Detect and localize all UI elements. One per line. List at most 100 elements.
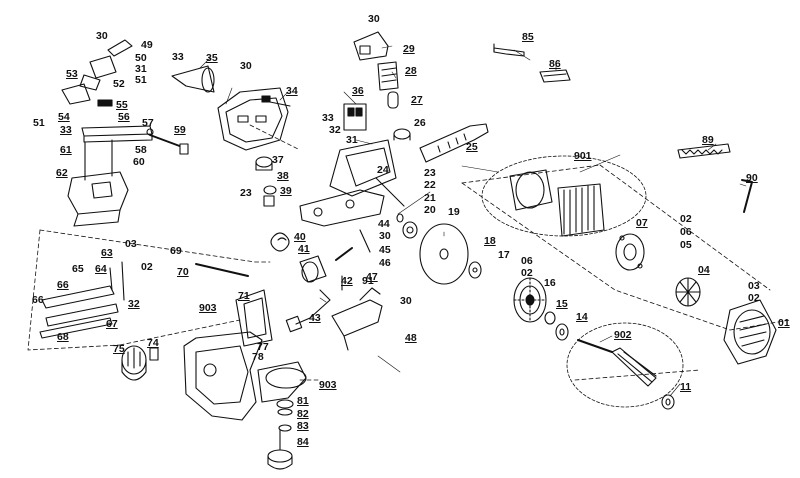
callout-11: 11: [680, 381, 692, 393]
callout-62: 62: [56, 167, 68, 179]
callout-16: 16: [544, 277, 556, 289]
callout-84: 84: [297, 436, 309, 448]
callout-60: 60: [133, 156, 145, 168]
callout-43: 43: [309, 312, 321, 324]
part-stack-84: [267, 399, 294, 470]
callout-49: 49: [141, 39, 153, 51]
callout-68: 68: [57, 331, 69, 343]
callout-61: 61: [60, 144, 72, 156]
callout-56: 56: [118, 111, 130, 123]
callout-02c: 02: [521, 267, 533, 279]
callout-24: 24: [377, 164, 389, 176]
callout-32: 32: [329, 124, 341, 136]
callout-02b: 02: [680, 213, 692, 225]
callout-59: 59: [174, 124, 186, 136]
callout-901: 901: [574, 150, 592, 162]
part-blade-19: [419, 223, 469, 285]
callout-27: 27: [411, 94, 423, 106]
callout-23b: 23: [424, 167, 436, 179]
callout-33b: 33: [60, 124, 72, 136]
callout-23: 23: [240, 187, 252, 199]
callout-05: 05: [680, 239, 692, 251]
part-rod-70: [195, 263, 249, 277]
callout-71: 71: [238, 290, 250, 302]
part-bracket-47: [331, 287, 383, 351]
callout-39: 39: [280, 185, 292, 197]
part-flange-18: [468, 261, 482, 279]
callout-83: 83: [297, 420, 309, 432]
callout-37: 37: [272, 154, 284, 166]
part-fan-04: [675, 277, 701, 307]
callout-75: 75: [113, 343, 125, 355]
callout-78: 78: [252, 351, 264, 363]
part-bearings-14: [544, 311, 569, 341]
callout-28: 28: [405, 65, 417, 77]
part-cone-35: [171, 65, 215, 93]
callout-19: 19: [448, 206, 460, 218]
callout-82: 82: [297, 408, 309, 420]
callout-902: 902: [614, 329, 632, 341]
callout-32b: 32: [128, 298, 140, 310]
part-clamp-62: [67, 139, 129, 227]
callout-14: 14: [576, 311, 588, 323]
callout-74: 74: [147, 337, 159, 349]
part-motor-cover-01: [723, 299, 777, 365]
callout-66b: 66: [32, 294, 44, 306]
part-switch-36: [343, 103, 367, 131]
callout-44: 44: [378, 218, 390, 230]
part-pin-42: [335, 247, 353, 291]
callout-65: 65: [72, 263, 84, 275]
callout-22: 22: [424, 179, 436, 191]
callout-63: 63: [101, 247, 113, 259]
part-stator-901: [481, 155, 647, 237]
callout-57: 57: [142, 117, 154, 129]
callout-77: 77: [257, 341, 269, 353]
part-gear-38: [255, 156, 277, 207]
callout-36: 36: [352, 85, 364, 97]
callout-01: 01: [778, 317, 790, 329]
part-collar-26: [393, 128, 411, 141]
part-bracket-49: [61, 39, 133, 105]
callout-51b: 51: [33, 117, 45, 129]
callout-50: 50: [135, 52, 147, 64]
callout-02: 02: [141, 261, 153, 273]
callout-40: 40: [294, 231, 306, 243]
callout-26: 26: [414, 117, 426, 129]
callout-45: 45: [379, 244, 391, 256]
callout-90: 90: [746, 172, 758, 184]
callout-30e: 30: [400, 295, 412, 307]
callout-91: 91: [362, 275, 374, 287]
callout-25: 25: [466, 141, 478, 153]
callout-55: 55: [116, 99, 128, 111]
callout-30d: 30: [379, 230, 391, 242]
part-arm-24: [299, 139, 405, 253]
callout-85: 85: [522, 31, 534, 43]
callout-17: 17: [498, 249, 510, 261]
callout-20: 20: [424, 204, 436, 216]
callout-07: 07: [636, 217, 648, 229]
assembly-dashed-lines: [27, 124, 791, 381]
callout-46: 46: [379, 257, 391, 269]
callout-03b: 03: [748, 280, 760, 292]
callout-903: 903: [199, 302, 217, 314]
callout-02d: 02: [748, 292, 760, 304]
part-rail-56: [81, 99, 189, 155]
callout-70: 70: [177, 266, 189, 278]
part-cylinder-41: [299, 255, 327, 283]
callout-15: 15: [556, 298, 568, 310]
part-knob-75: [121, 345, 159, 381]
callout-903b: 903: [319, 379, 337, 391]
callout-67: 67: [106, 318, 118, 330]
callout-31b: 31: [346, 134, 358, 146]
callout-51: 51: [135, 74, 147, 86]
callout-38: 38: [277, 170, 289, 182]
callout-64: 64: [95, 263, 107, 275]
part-spring-40: [270, 232, 290, 252]
callout-42: 42: [341, 275, 353, 287]
callout-31: 31: [135, 63, 147, 75]
callout-30b: 30: [240, 60, 252, 72]
callout-86: 86: [549, 58, 561, 70]
part-handle-25: [419, 123, 489, 163]
part-rails-67: [39, 261, 125, 339]
